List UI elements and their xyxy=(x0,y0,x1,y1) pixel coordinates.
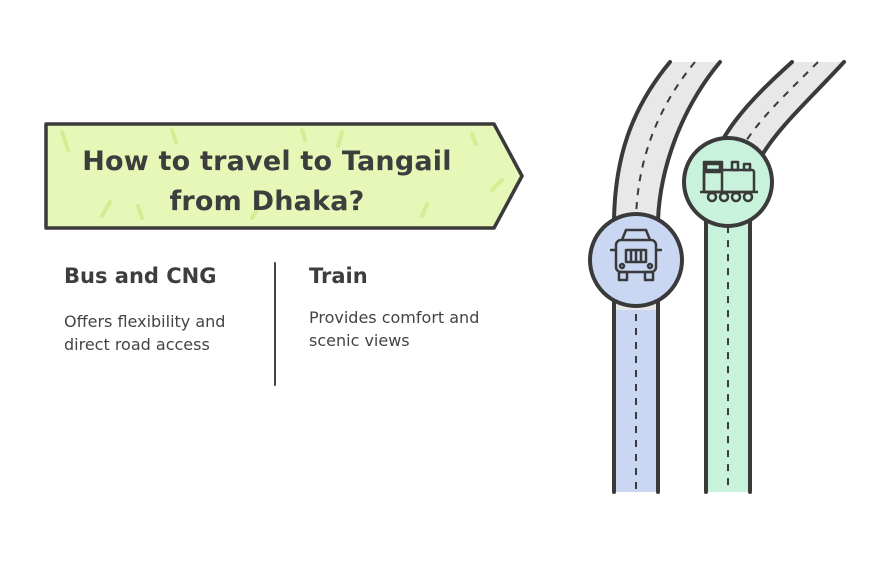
banner-title: How to travel to Tangail from Dhaka? xyxy=(42,142,492,222)
truck-icon xyxy=(610,228,662,282)
option-bus: Bus and CNG Offers flexibility and direc… xyxy=(64,264,254,356)
option-train: Train Provides comfort and scenic views xyxy=(309,264,509,352)
option-train-title: Train xyxy=(309,264,368,288)
option-bus-title: Bus and CNG xyxy=(64,264,217,288)
option-bus-description: Offers flexibility and direct road acces… xyxy=(64,312,226,354)
train-road xyxy=(704,60,846,494)
train-icon xyxy=(700,160,758,203)
option-train-description: Provides comfort and scenic views xyxy=(309,308,480,350)
bus-badge xyxy=(588,212,684,308)
roads-illustration xyxy=(588,60,846,494)
banner-arrow-shape xyxy=(44,122,524,230)
banner-title-line2: from Dhaka? xyxy=(169,186,365,217)
title-banner: How to travel to Tangail from Dhaka? xyxy=(42,120,526,232)
banner-title-line1: How to travel to Tangail xyxy=(82,146,452,177)
train-badge xyxy=(682,136,774,228)
bus-road xyxy=(612,60,722,494)
column-divider xyxy=(274,262,276,386)
